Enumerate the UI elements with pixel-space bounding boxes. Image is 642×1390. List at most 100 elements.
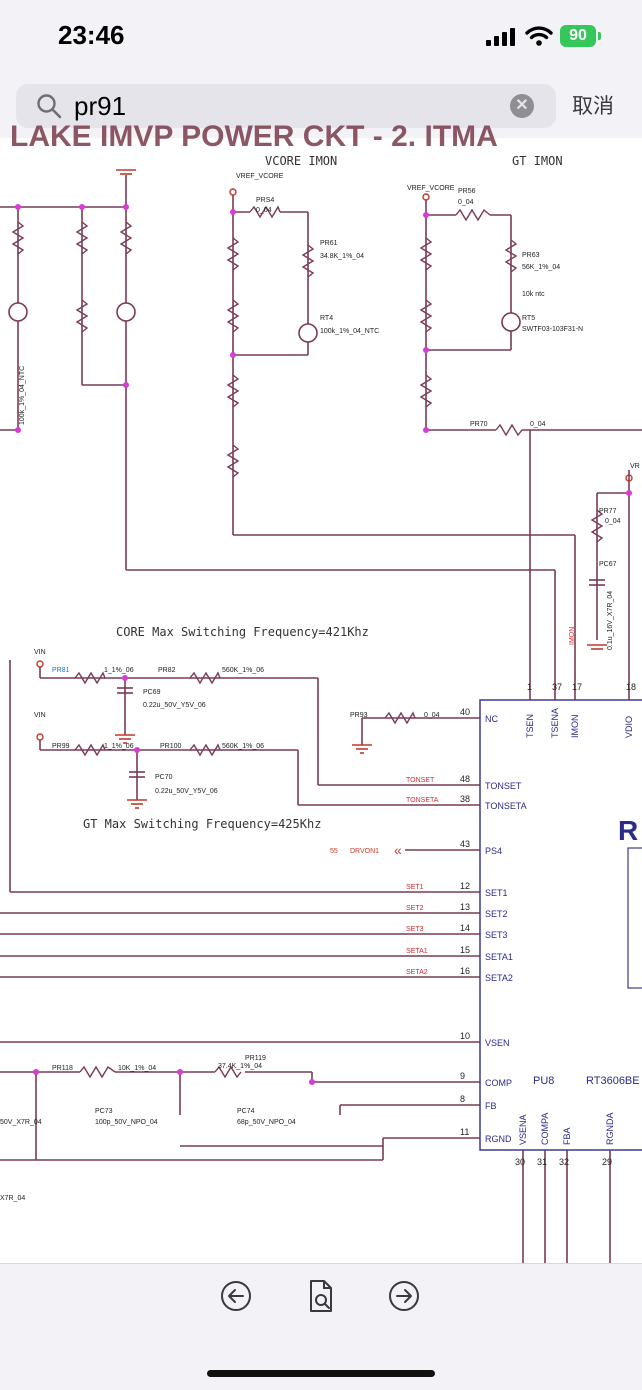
previous-result-icon[interactable] bbox=[218, 1278, 254, 1314]
next-result-icon[interactable] bbox=[386, 1278, 422, 1314]
part-pc74: PC74 bbox=[237, 1108, 255, 1115]
part-pc67-value: 0.1u_16V_X7R_04 bbox=[607, 591, 614, 650]
part-prs4-value: 0_04 bbox=[256, 207, 272, 214]
net-tonset: TONSET bbox=[406, 777, 435, 784]
ic-pin-name: NC bbox=[485, 714, 498, 724]
clear-search-icon[interactable]: ✕ bbox=[510, 94, 534, 118]
ic-pin-name: IMON bbox=[570, 715, 580, 739]
wifi-icon bbox=[525, 26, 553, 46]
ic-brand-partial: R bbox=[618, 815, 638, 846]
net-set1: SET1 bbox=[406, 884, 424, 891]
rail-vref-vcore-2: VREF_VCORE bbox=[407, 185, 455, 192]
part-prs4: PRS4 bbox=[256, 197, 274, 204]
ic-pin-number: 37 bbox=[552, 682, 562, 692]
part-rt5-note: 10k ntc bbox=[522, 291, 545, 298]
ic-pin-name: TONSET bbox=[485, 781, 522, 791]
part-left-cap-value: 50V_X7R_04 bbox=[0, 1119, 42, 1126]
ic-pin-number: 15 bbox=[460, 945, 470, 955]
ic-pin-name: TSENA bbox=[550, 708, 560, 738]
ic-pin-number: 8 bbox=[460, 1094, 465, 1104]
part-pr82: PR82 bbox=[158, 667, 176, 674]
part-pr77-value: 0_04 bbox=[605, 518, 621, 525]
part-pr81-value: 1_1%_06 bbox=[104, 667, 134, 674]
part-pr93-value: 0_04 bbox=[424, 712, 440, 719]
battery-level: 90 bbox=[569, 27, 587, 44]
part-pr56: PR56 bbox=[458, 188, 476, 195]
gt-imon-label: GT IMON bbox=[512, 154, 563, 168]
net-imon: IMON bbox=[569, 627, 576, 645]
home-indicator bbox=[207, 1370, 435, 1377]
part-pc70: PC70 bbox=[155, 774, 173, 781]
ic-pin-name: VSENA bbox=[518, 1114, 528, 1145]
part-pr99-value: 1_1%_06 bbox=[104, 743, 134, 750]
part-pr93: PR93 bbox=[350, 712, 368, 719]
ic-pin-number: 16 bbox=[460, 966, 470, 976]
drvon-pin: 55 bbox=[330, 848, 338, 855]
ic-pin-number: 10 bbox=[460, 1031, 470, 1041]
document-viewer[interactable]: LAKE IMVP POWER CKT - 2. ITMA bbox=[0, 120, 642, 1263]
part-pr119-value: 37.4K_1%_04 bbox=[218, 1063, 262, 1070]
search-field[interactable]: pr91 ✕ bbox=[16, 84, 556, 128]
schematic-drawing: LAKE IMVP POWER CKT - 2. ITMA bbox=[0, 120, 642, 1263]
net-seta2: SETA2 bbox=[406, 969, 428, 976]
part-pr100-value: 560K_1%_06 bbox=[222, 743, 264, 750]
ic-pin-number: 31 bbox=[537, 1157, 547, 1167]
part-rt4: RT4 bbox=[320, 315, 333, 322]
ic-pin-number: 12 bbox=[460, 881, 470, 891]
ic-pin-number: 13 bbox=[460, 902, 470, 912]
part-pr82-value: 560K_1%_06 bbox=[222, 667, 264, 674]
ic-pin-number: 18 bbox=[626, 682, 636, 692]
schematic-header: LAKE IMVP POWER CKT - 2. ITMA bbox=[10, 120, 498, 153]
part-pc73-value: 100p_50V_NPO_04 bbox=[95, 1119, 158, 1126]
part-pr61: PR61 bbox=[320, 240, 338, 247]
part-rt3-value: 100k_1%_04_NTC bbox=[19, 366, 26, 425]
net-set2: SET2 bbox=[406, 905, 424, 912]
net-set3: SET3 bbox=[406, 926, 424, 933]
part-pr63-value: 56K_1%_04 bbox=[522, 264, 560, 271]
net-seta1: SETA1 bbox=[406, 948, 428, 955]
cancel-button[interactable]: 取消 bbox=[572, 94, 614, 118]
ic-pin-name: VDIO bbox=[624, 716, 634, 738]
ic-pin-number: 1 bbox=[527, 682, 532, 692]
ic-part-number: RT3606BE bbox=[586, 1075, 640, 1087]
ic-pin-number: 32 bbox=[559, 1157, 569, 1167]
ic-pin-number: 38 bbox=[460, 794, 470, 804]
ic-pin-name: RGNDA bbox=[605, 1112, 615, 1145]
part-left-cap-value-2: X7R_04 bbox=[0, 1195, 25, 1202]
part-pr70-value: 0_04 bbox=[530, 421, 546, 428]
rail-vr-partial: VR bbox=[630, 463, 640, 470]
core-frequency-note: CORE Max Switching Frequency=421Khz bbox=[116, 625, 369, 639]
part-pr61-value: 34.8K_1%_04 bbox=[320, 253, 364, 260]
find-in-document-icon[interactable] bbox=[303, 1278, 339, 1314]
battery-icon: 90 bbox=[560, 25, 596, 47]
clock: 23:46 bbox=[58, 20, 125, 50]
ic-pin-name: SET1 bbox=[485, 888, 508, 898]
search-input[interactable]: pr91 bbox=[74, 91, 127, 121]
part-rt5: RT5 bbox=[522, 315, 535, 322]
ic-pin-name: TONSETA bbox=[485, 801, 527, 811]
ic-pin-name: SETA2 bbox=[485, 973, 513, 983]
part-pc73: PC73 bbox=[95, 1108, 113, 1115]
rail-vref-vcore-1: VREF_VCORE bbox=[236, 173, 284, 180]
status-bar: 23:46 90 bbox=[0, 0, 642, 74]
part-rt5-value: SWTF03-103F31-N bbox=[522, 326, 583, 333]
ic-pin-name: SETA1 bbox=[485, 952, 513, 962]
search-icon bbox=[37, 94, 62, 119]
part-pr77: PR77 bbox=[599, 508, 617, 515]
ic-pin-number: 14 bbox=[460, 923, 470, 933]
part-pc67: PC67 bbox=[599, 561, 617, 568]
svg-text:«: « bbox=[394, 842, 402, 858]
part-pr99: PR99 bbox=[52, 743, 70, 750]
ic-pin-number: 29 bbox=[602, 1157, 612, 1167]
ic-pin-name: FB bbox=[485, 1101, 497, 1111]
ic-pin-number: 11 bbox=[460, 1127, 469, 1137]
part-pc74-value: 68p_50V_NPO_04 bbox=[237, 1119, 296, 1126]
rail-vin-2: VIN bbox=[34, 712, 46, 719]
part-pr70: PR70 bbox=[470, 421, 488, 428]
drvon-net: DRVON1 bbox=[350, 848, 379, 855]
ic-pin-name: SET2 bbox=[485, 909, 508, 919]
ic-pin-number: 17 bbox=[572, 682, 582, 692]
ic-pin-number: 9 bbox=[460, 1071, 465, 1081]
part-rt4-value: 100k_1%_04_NTC bbox=[320, 328, 379, 335]
part-pr63: PR63 bbox=[522, 252, 540, 259]
